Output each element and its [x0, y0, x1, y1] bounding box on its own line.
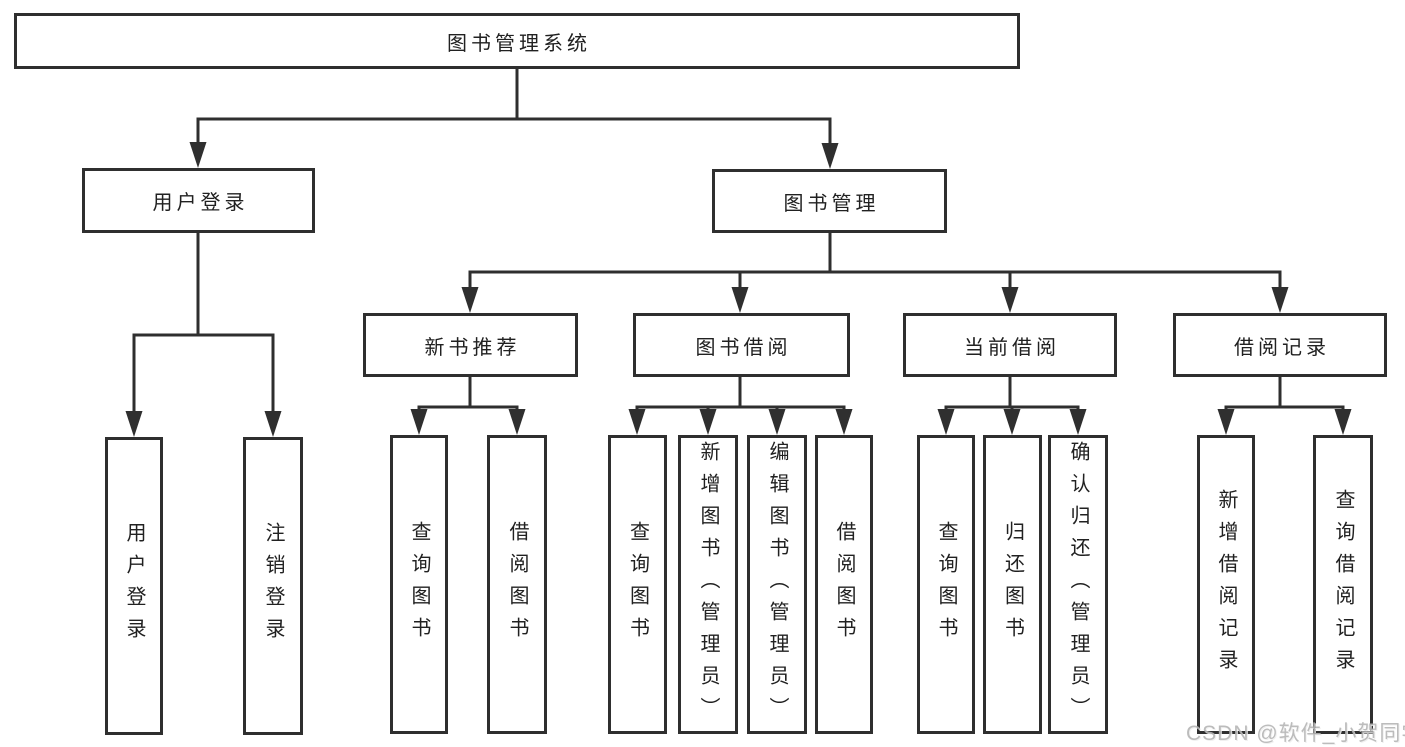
node-book-management: 图书管理 [712, 169, 947, 233]
arrowheads [125, 142, 1352, 437]
node-book-borrow: 图书借阅 [633, 313, 850, 377]
node-leaf-borrow-book-1: 借阅图书 [487, 435, 547, 734]
node-root-library-system: 图书管理系统 [14, 13, 1020, 69]
node-borrow-record: 借阅记录 [1173, 313, 1387, 377]
watermark: CSDN @软件_小贺同学 [1186, 722, 1405, 745]
node-leaf-user-login: 用户登录 [105, 437, 163, 735]
node-leaf-logout: 注销登录 [243, 437, 303, 735]
node-leaf-edit-book-admin: 编辑图书（管理员） [747, 435, 807, 734]
node-leaf-query-borrow-record: 查询借阅记录 [1313, 435, 1373, 734]
node-user-login: 用户登录 [82, 168, 315, 233]
node-leaf-add-book-admin: 新增图书（管理员） [678, 435, 738, 734]
node-leaf-query-book-3: 查询图书 [917, 435, 975, 734]
node-leaf-add-borrow-record: 新增借阅记录 [1197, 435, 1255, 734]
node-leaf-query-book-1: 查询图书 [390, 435, 448, 734]
node-leaf-return-book: 归还图书 [983, 435, 1042, 734]
node-leaf-confirm-return-admin: 确认归还（管理员） [1048, 435, 1108, 734]
node-new-book-recommend: 新书推荐 [363, 313, 578, 377]
node-leaf-borrow-book-2: 借阅图书 [815, 435, 873, 734]
node-leaf-query-book-2: 查询图书 [608, 435, 667, 734]
node-current-borrow: 当前借阅 [903, 313, 1117, 377]
